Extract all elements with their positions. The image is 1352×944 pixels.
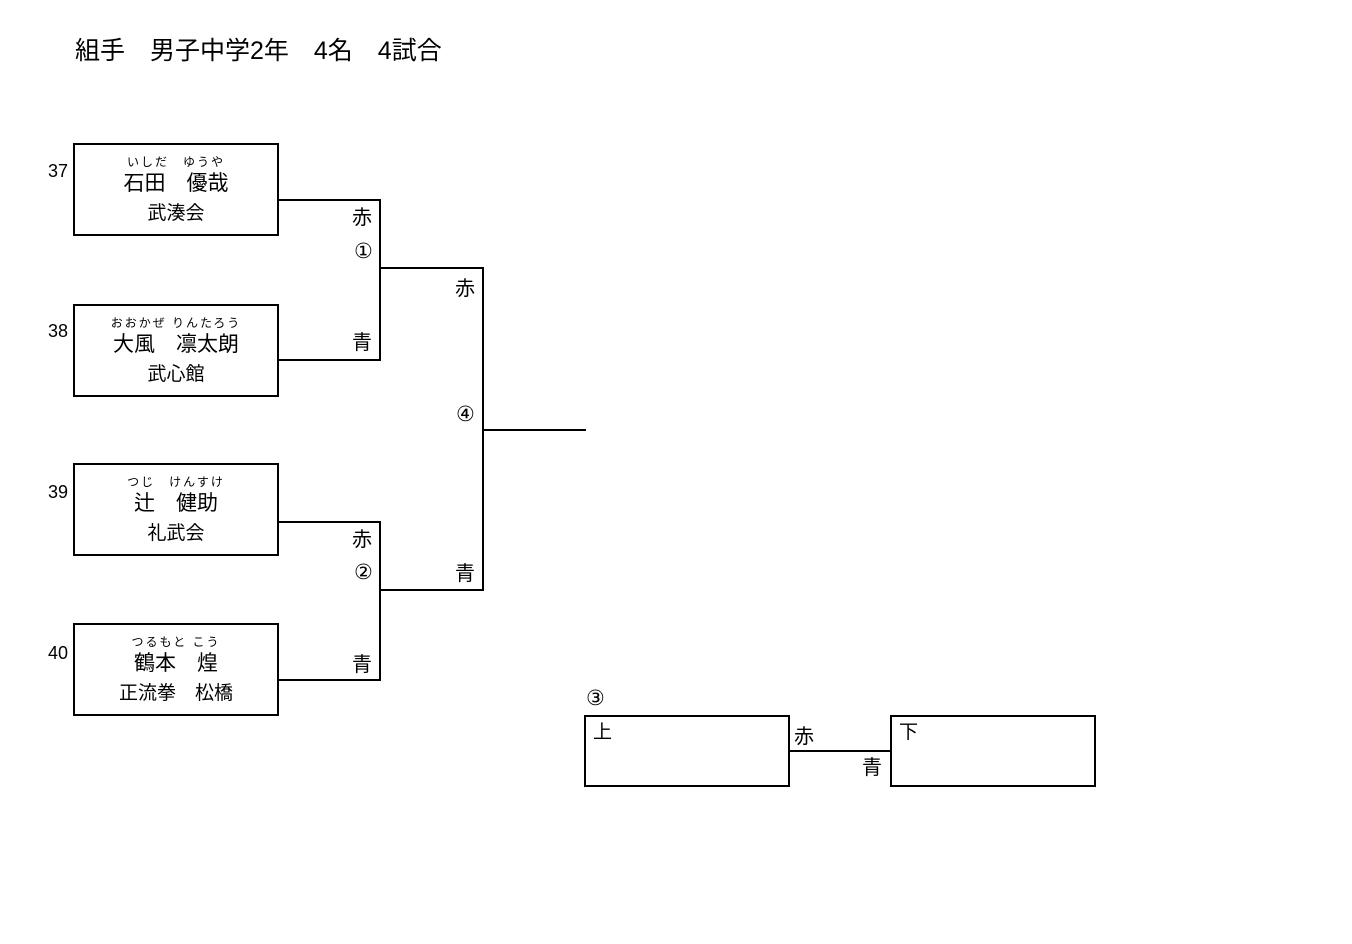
consolation-number: ③	[586, 687, 605, 710]
competitor-furigana: おおかぜ りんたろう	[110, 316, 242, 330]
consolation-red-label: 赤	[794, 726, 814, 748]
entry-number-40: 40	[47, 643, 68, 663]
bracket-line-m1-winner	[381, 267, 483, 269]
consolation-bottom-box: 下	[890, 715, 1096, 787]
match1-number: ①	[354, 240, 373, 263]
competitor-club: 正流拳 松橋	[118, 683, 233, 704]
consolation-top-slot-label: 上	[593, 722, 613, 743]
bracket-line-consolation	[790, 750, 890, 752]
competitor-furigana: つるもと こう	[131, 635, 221, 649]
competitor-name: 石田 優哉	[123, 172, 229, 195]
bracket-line-m1-top	[279, 199, 381, 201]
consolation-bottom-slot-label: 下	[899, 722, 919, 743]
bracket-line-m1-bottom	[279, 359, 381, 361]
entry-number-37: 37	[47, 161, 68, 181]
bracket-line-m2-bottom	[279, 679, 381, 681]
consolation-top-box: 上	[584, 715, 790, 787]
match1-red-label: 赤	[352, 207, 372, 229]
consolation-blue-label: 青	[862, 757, 882, 779]
competitor-club: 武心館	[147, 364, 205, 385]
competitor-name: 鶴本 煌	[134, 652, 218, 675]
match2-blue-label: 青	[352, 654, 372, 676]
match2-red-label: 赤	[352, 529, 372, 551]
competitor-box-40: つるもと こう 鶴本 煌 正流拳 松橋	[73, 623, 279, 716]
match1-blue-label: 青	[352, 332, 372, 354]
bracket-line-final-winner	[484, 429, 586, 431]
final-red-label: 赤	[455, 278, 475, 300]
bracket-line-m2-winner	[381, 589, 483, 591]
competitor-club: 礼武会	[147, 523, 205, 544]
entry-number-39: 39	[47, 482, 68, 502]
bracket-line-m2-top	[279, 521, 381, 523]
bracket-line-final-vertical	[482, 267, 484, 591]
competitor-furigana: いしだ ゆうや	[126, 155, 225, 169]
competitor-name: 辻 健助	[134, 492, 218, 515]
competitor-club: 武湊会	[147, 203, 205, 224]
competitor-box-39: つじ けんすけ 辻 健助 礼武会	[73, 463, 279, 556]
bracket-line-m2-vertical	[379, 521, 381, 681]
competitor-box-38: おおかぜ りんたろう 大風 凛太朗 武心館	[73, 304, 279, 397]
competitor-furigana: つじ けんすけ	[127, 475, 225, 489]
entry-number-38: 38	[47, 321, 68, 341]
final-blue-label: 青	[455, 563, 475, 585]
bracket-line-m1-vertical	[379, 199, 381, 361]
final-number: ④	[456, 403, 475, 426]
competitor-name: 大風 凛太朗	[113, 333, 239, 356]
bracket-title: 組手 男子中学2年 4名 4試合	[75, 37, 442, 65]
match2-number: ②	[354, 561, 373, 584]
competitor-box-37: いしだ ゆうや 石田 優哉 武湊会	[73, 143, 279, 236]
